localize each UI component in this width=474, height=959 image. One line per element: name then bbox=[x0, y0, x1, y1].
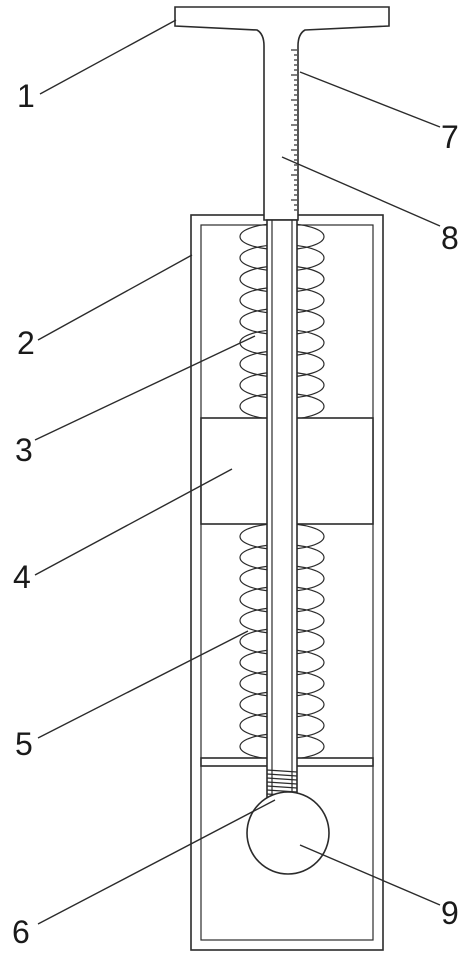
leader-9 bbox=[299, 844, 441, 906]
leader-2 bbox=[37, 254, 193, 341]
label-2: 2 bbox=[17, 325, 35, 361]
label-3: 3 bbox=[15, 432, 33, 468]
handle bbox=[174, 6, 390, 221]
scale-ticks bbox=[291, 49, 297, 211]
leader-3 bbox=[34, 335, 256, 441]
ball bbox=[246, 791, 330, 875]
label-7: 7 bbox=[441, 119, 459, 155]
leader-7 bbox=[299, 71, 441, 128]
thread-line bbox=[266, 773, 298, 777]
leader-4 bbox=[34, 468, 233, 576]
rod bbox=[266, 219, 298, 801]
thread-line bbox=[266, 777, 298, 781]
label-4: 4 bbox=[13, 559, 31, 595]
leader-lines bbox=[34, 19, 441, 925]
label-1: 1 bbox=[17, 78, 35, 114]
leader-6 bbox=[37, 799, 276, 925]
leader-5 bbox=[37, 630, 249, 739]
label-9: 9 bbox=[441, 895, 459, 931]
leader-1 bbox=[39, 19, 177, 95]
label-6: 6 bbox=[12, 914, 30, 950]
thread-line bbox=[266, 785, 298, 789]
part-labels: 1 2 3 4 5 6 7 8 9 bbox=[12, 78, 459, 950]
label-5: 5 bbox=[15, 726, 33, 762]
thread-line bbox=[266, 769, 298, 773]
thread-line bbox=[266, 781, 298, 785]
label-8: 8 bbox=[441, 220, 459, 256]
leader-8 bbox=[281, 156, 441, 227]
